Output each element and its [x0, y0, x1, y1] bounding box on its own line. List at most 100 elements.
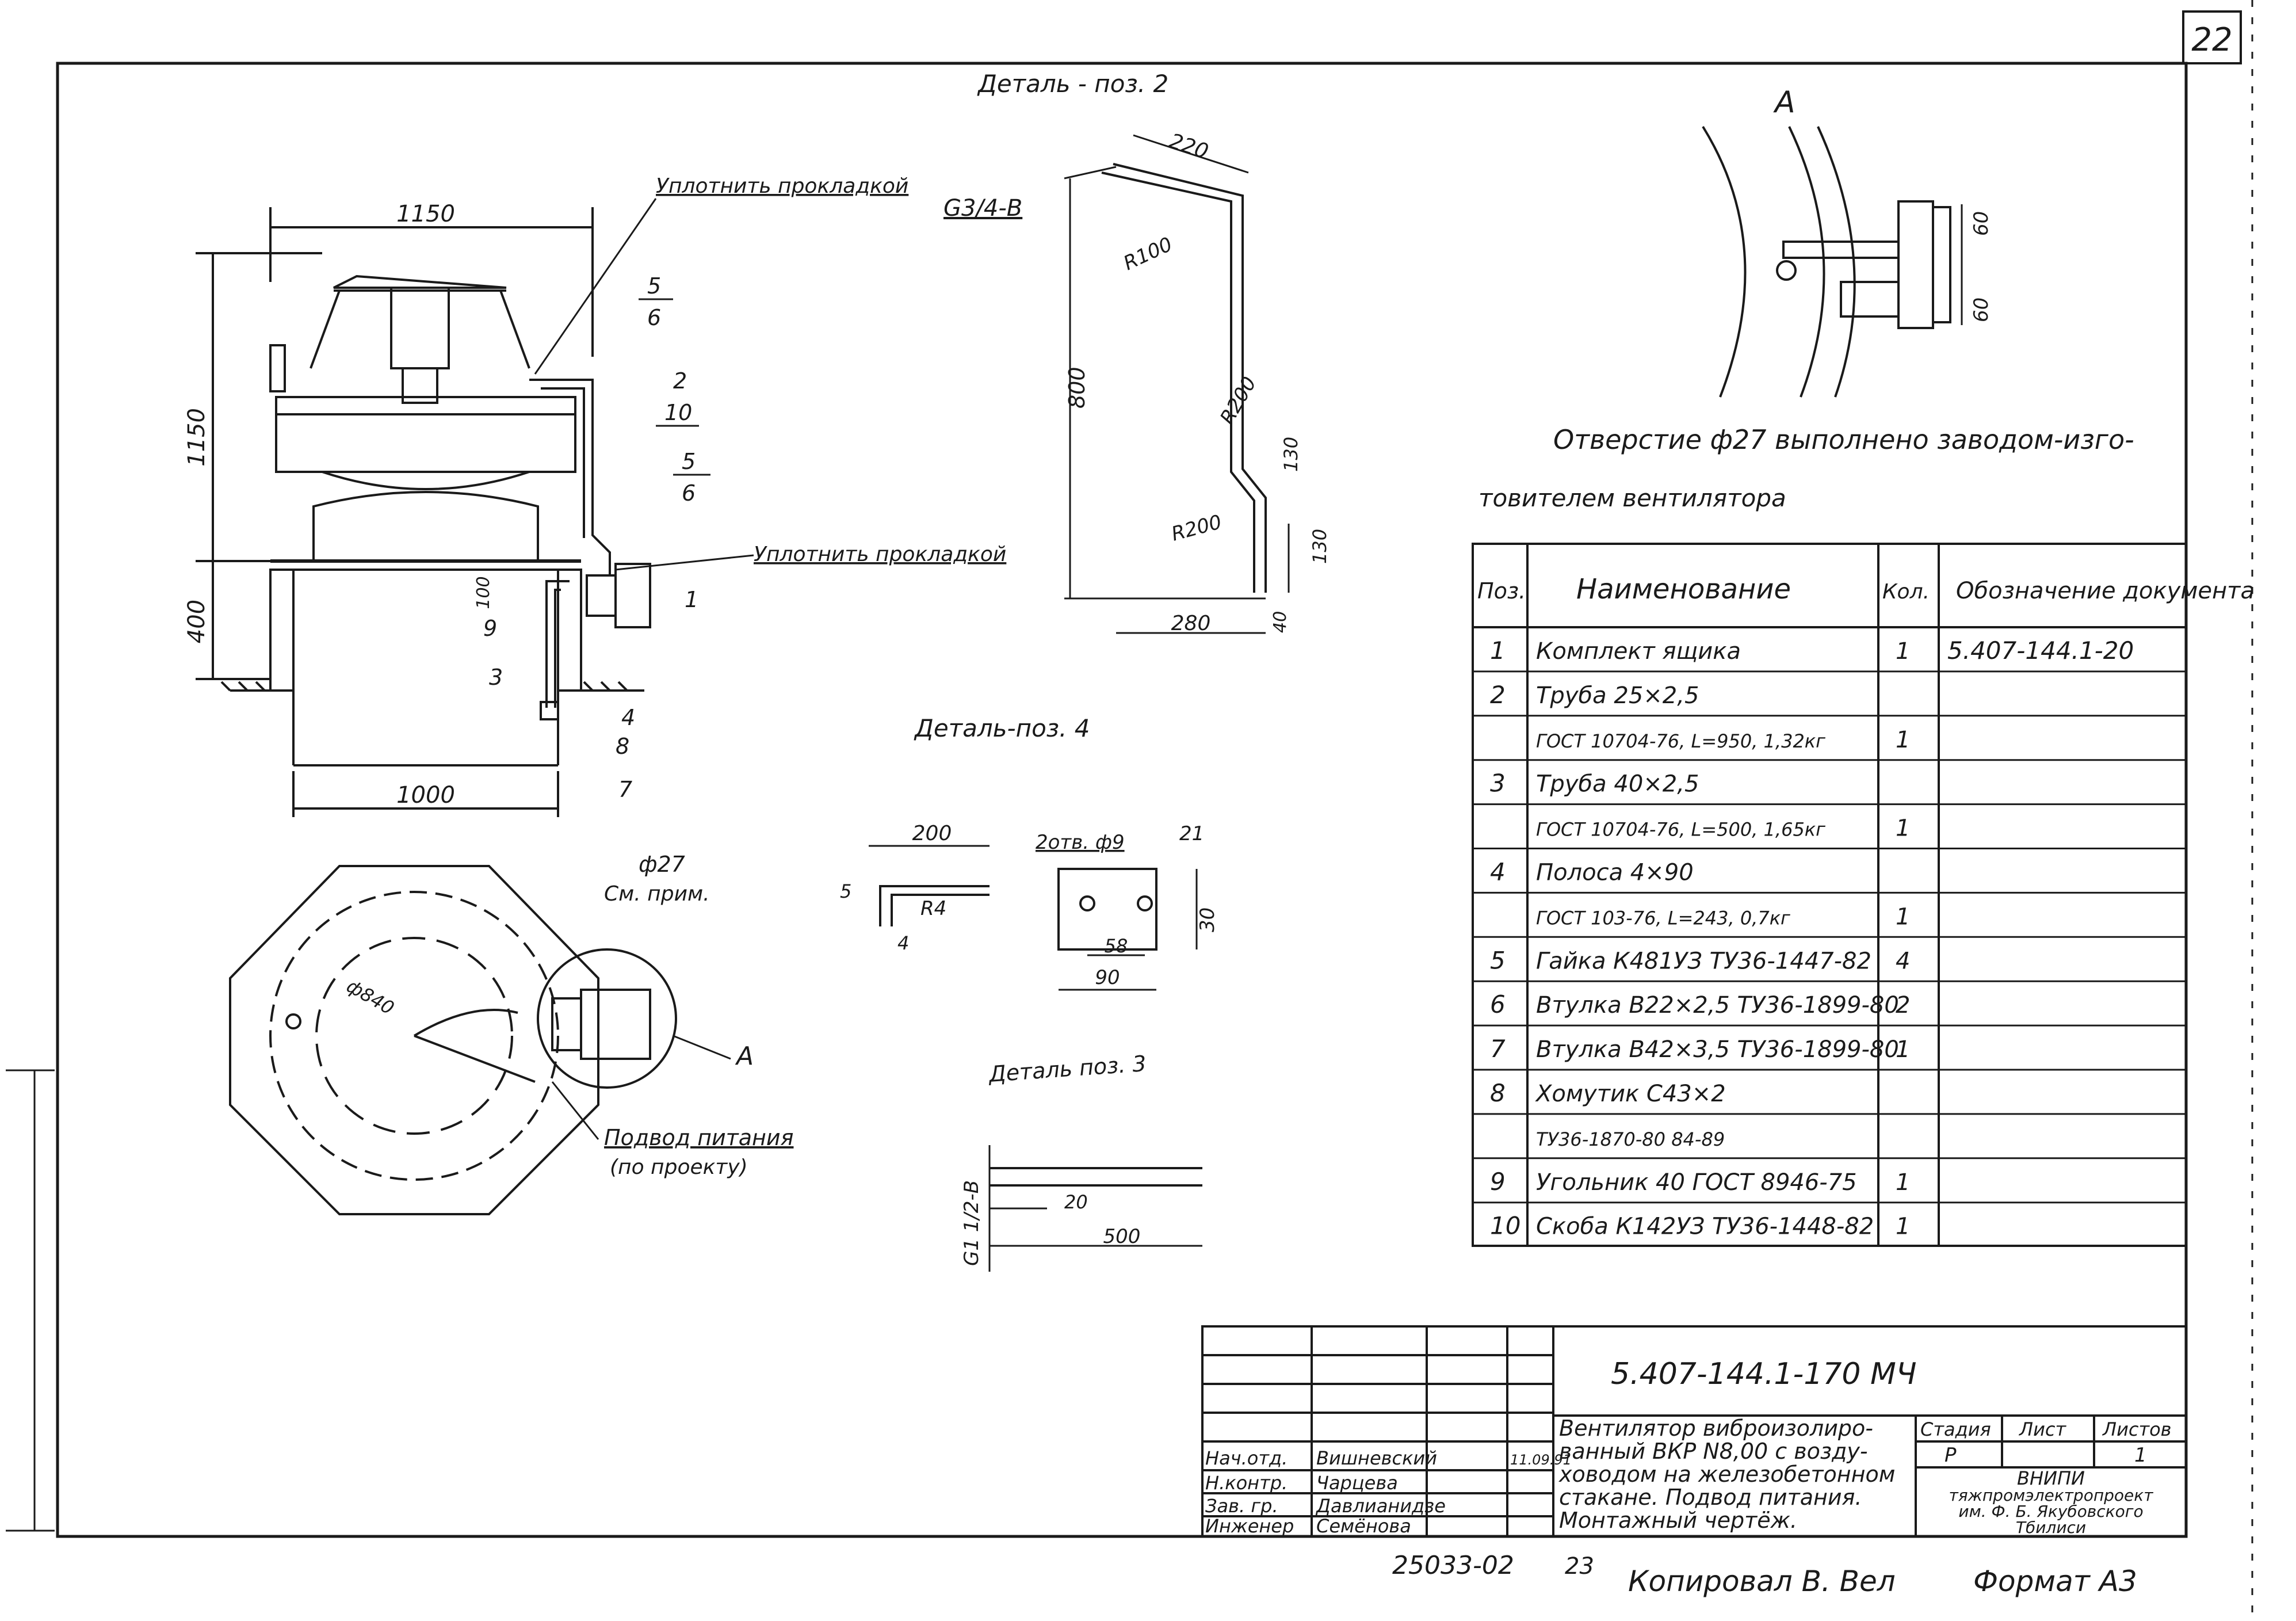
spec-cell: 9	[1490, 1168, 1506, 1196]
main-100-dim: 100	[473, 576, 494, 609]
detail2-r100: R100	[1120, 232, 1176, 275]
callout-1: 1	[685, 587, 698, 612]
main-top-width-dim: 1150	[396, 201, 455, 227]
spec-cell: Втулка В22×2,5 ТУ36-1899-80	[1536, 992, 1899, 1019]
seal-note-bottom-leader	[615, 554, 754, 571]
spec-cell: Труба 25×2,5	[1536, 682, 1699, 709]
drawing-border	[56, 62, 2188, 1538]
spec-header-qty: Кол.	[1882, 580, 1930, 604]
org-line-3: им. Ф. Б. Якубовского	[1958, 1502, 2143, 1521]
detail4-30: 30	[1196, 907, 1219, 932]
detail4-title: Деталь-поз. 4	[914, 714, 1090, 742]
spec-header-pos: Поз.	[1477, 578, 1526, 604]
detail3-thread: G1 1/2-В	[960, 1180, 983, 1266]
spec-cell: 4	[1896, 948, 1910, 974]
spec-cell: 1	[1896, 1169, 1910, 1196]
callout-9: 9	[483, 616, 497, 641]
page-number: 22	[2191, 21, 2232, 59]
spec-cell: Комплект ящика	[1536, 638, 1741, 665]
spec-cell: 1	[1896, 903, 1910, 930]
main-lower-height-dim: 400	[184, 600, 210, 643]
seal-note-bottom: Уплотнить прокладкой	[754, 543, 1006, 566]
detail2-800: 800	[1064, 367, 1090, 409]
detail4-4: 4	[897, 932, 909, 954]
stage-header: Стадия	[1920, 1418, 1991, 1440]
callout-6a: 6	[647, 305, 661, 330]
callout-7: 7	[618, 777, 632, 802]
spec-cell: 2	[1896, 992, 1910, 1019]
stage-value: Р	[1944, 1444, 1957, 1467]
view-a-title: А	[1773, 85, 1795, 120]
spec-cell: Скоба К142УЗ ТУ36-1448-82	[1536, 1214, 1874, 1240]
spec-cell: 1	[1896, 815, 1910, 842]
hole-note-line1: Отверстие ф27 выполнено заводом-изго-	[1553, 424, 2134, 455]
detail3-500: 500	[1103, 1225, 1141, 1248]
callout-2: 2	[673, 368, 687, 394]
callout-group: 5 6 2 10 5 6 1 9 3 4 8 7	[483, 273, 710, 802]
title-person-role: Зав. гр.	[1205, 1495, 1278, 1517]
main-height-dim: 1150	[184, 408, 210, 467]
detail2-130b: 130	[1309, 529, 1331, 564]
bottom-number: 25033-02	[1392, 1551, 1514, 1580]
spec-cell: 4	[1490, 858, 1506, 886]
title-line-4: стакане. Подвод питания.	[1559, 1485, 1862, 1510]
detail2-r200b: R200	[1169, 510, 1224, 546]
spec-cell: 8	[1490, 1079, 1506, 1107]
detail4-21: 21	[1179, 822, 1204, 845]
spec-cell: ГОСТ 10704-76, L=500, 1,65кг	[1536, 819, 1825, 841]
title-person-name: Давлианидзе	[1315, 1495, 1446, 1517]
detail3-20: 20	[1064, 1191, 1088, 1213]
spec-cell: 10	[1490, 1212, 1521, 1240]
detail2-40: 40	[1270, 611, 1290, 633]
spec-cell: 5.407-144.1-20	[1947, 636, 2134, 665]
title-block	[1201, 1325, 2187, 1538]
detail2-r200a: R200	[1216, 373, 1261, 429]
callout-4: 4	[621, 705, 635, 730]
spec-cell: 7	[1490, 1035, 1506, 1063]
spec-rows: 1 Комплект ящика 1 5.407-144.1-20 2 Труба 25×…	[1490, 636, 2134, 1240]
title-line-2: ванный ВКР N8,00 с возду-	[1559, 1439, 1868, 1464]
title-block-code: 5.407-144.1-170 МЧ	[1611, 1357, 1917, 1391]
spec-cell: Хомутик С43×2	[1535, 1081, 1726, 1107]
spec-cell: 5	[1490, 946, 1506, 974]
detail2-220: 220	[1166, 129, 1211, 164]
spec-cell: Труба 40×2,5	[1536, 771, 1699, 798]
plan-a-leader	[673, 1035, 731, 1060]
copied-by: Копировал В. Вел	[1628, 1565, 1896, 1598]
spec-cell: 1	[1896, 1036, 1910, 1063]
detail4-r4: R4	[920, 897, 946, 920]
org-line-4: Тбилиси	[2016, 1518, 2086, 1537]
title-person-role: Н.контр.	[1205, 1472, 1288, 1494]
detail4-drawing	[869, 845, 1198, 991]
spec-cell: 1	[1490, 636, 1506, 665]
sheets-value: 1	[2134, 1444, 2147, 1467]
detail2-130a: 130	[1280, 437, 1302, 472]
detail2-drawing	[1064, 134, 1290, 634]
plan-a-label: А	[735, 1042, 754, 1071]
spec-cell: ГОСТ 103-76, L=243, 0,7кг	[1536, 907, 1790, 929]
spec-cell: ГОСТ 10704-76, L=950, 1,32кг	[1536, 730, 1825, 752]
view-a-60a: 60	[1970, 211, 1993, 236]
title-person-name: Семёнова	[1316, 1515, 1411, 1537]
callout-6b: 6	[682, 480, 696, 506]
detail2-title: Деталь - поз. 2	[977, 70, 1168, 98]
view-a-drawing	[1702, 125, 1963, 398]
power-supply-sub: (по проекту)	[610, 1155, 748, 1179]
seal-note-top: Уплотнить прокладкой	[656, 174, 908, 198]
detail4-200: 200	[912, 822, 952, 845]
title-person-date: 11.09.91	[1510, 1452, 1572, 1468]
plan-view	[229, 865, 677, 1215]
spec-cell: Гайка К481УЗ ТУ36-1447-82	[1536, 948, 1871, 974]
power-supply-label: Подвод питания	[604, 1125, 793, 1150]
callout-5b: 5	[682, 449, 696, 474]
detail4-holes: 2отв. ф9	[1036, 831, 1125, 854]
detail4-90: 90	[1095, 966, 1120, 989]
spec-cell: 3	[1490, 769, 1506, 798]
org-line-1: ВНИПИ	[2017, 1467, 2085, 1489]
plan-d27: ф27	[639, 852, 685, 877]
callout-3: 3	[489, 665, 503, 690]
callout-10: 10	[664, 400, 692, 425]
view-a-60b: 60	[1970, 297, 1993, 322]
title-line-1: Вентилятор виброизолиро-	[1559, 1416, 1873, 1441]
